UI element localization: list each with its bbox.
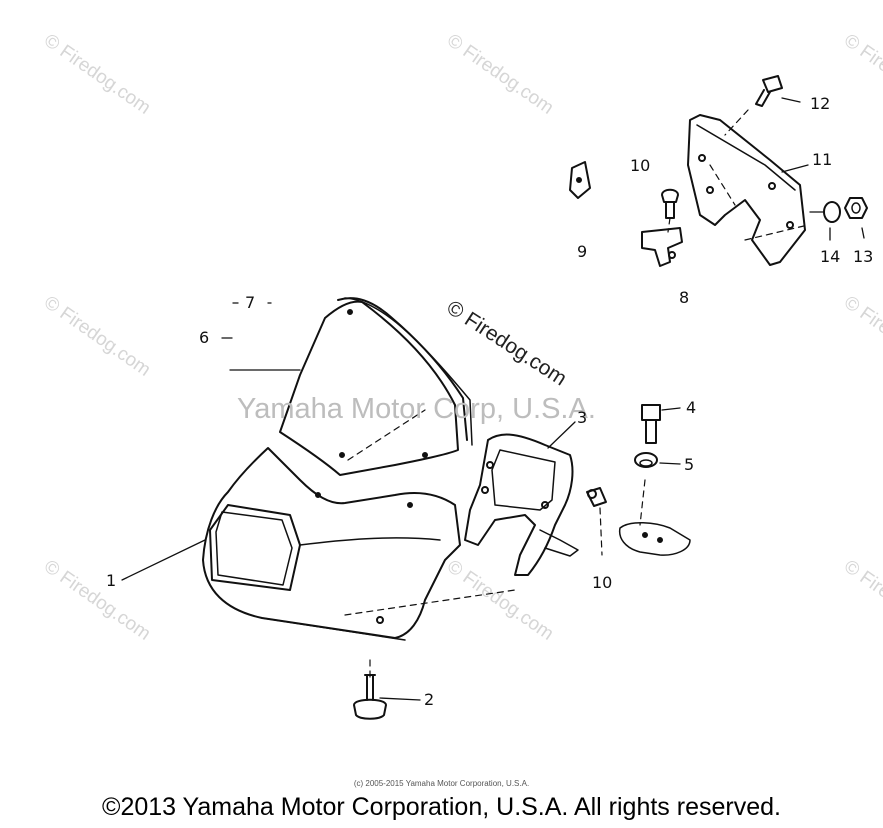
bracket-part-8: [641, 227, 683, 267]
nut-part-13: [844, 197, 868, 219]
callout-10-upper: 10: [630, 156, 651, 175]
callout-8: 8: [679, 288, 690, 307]
mount-plate: [618, 522, 691, 556]
clip-part-9: [569, 161, 591, 199]
fairing-part: [202, 447, 461, 641]
bracket-part-11: [687, 114, 806, 266]
callout-6: 6: [199, 328, 210, 347]
bracket-stay-part: [464, 433, 579, 576]
callout-11: 11: [812, 150, 833, 169]
callout-14: 14: [820, 247, 841, 266]
callout-13: 13: [853, 247, 874, 266]
callout-10-lower: 10: [592, 573, 613, 592]
bolt-part-10-lower: [586, 487, 607, 507]
callout-12: 12: [810, 94, 831, 113]
washer-part-14: [823, 201, 841, 223]
callout-7: 7: [245, 293, 256, 312]
bolt-part-10-upper: [661, 188, 679, 219]
assembly-guide-lines: [344, 109, 809, 679]
callout-3: 3: [577, 408, 588, 427]
windshield-part: [279, 297, 473, 476]
main-copyright: ©2013 Yamaha Motor Corporation, U.S.A. A…: [102, 793, 781, 821]
watermark-corp: Yamaha Motor Corp, U.S.A.: [237, 393, 596, 425]
callout-5: 5: [684, 455, 695, 474]
bolt-part-12: [755, 75, 783, 107]
leader-lines: [121, 97, 865, 701]
callout-9: 9: [577, 242, 588, 261]
bolt-part-4: [641, 404, 661, 444]
callout-1: 1: [106, 571, 117, 590]
callout-4: 4: [686, 398, 697, 417]
washer-part-5: [634, 452, 658, 468]
callout-2: 2: [424, 690, 435, 709]
bolt-part-2: [353, 674, 387, 720]
small-copyright: (c) 2005-2015 Yamaha Motor Corporation, …: [353, 779, 530, 788]
